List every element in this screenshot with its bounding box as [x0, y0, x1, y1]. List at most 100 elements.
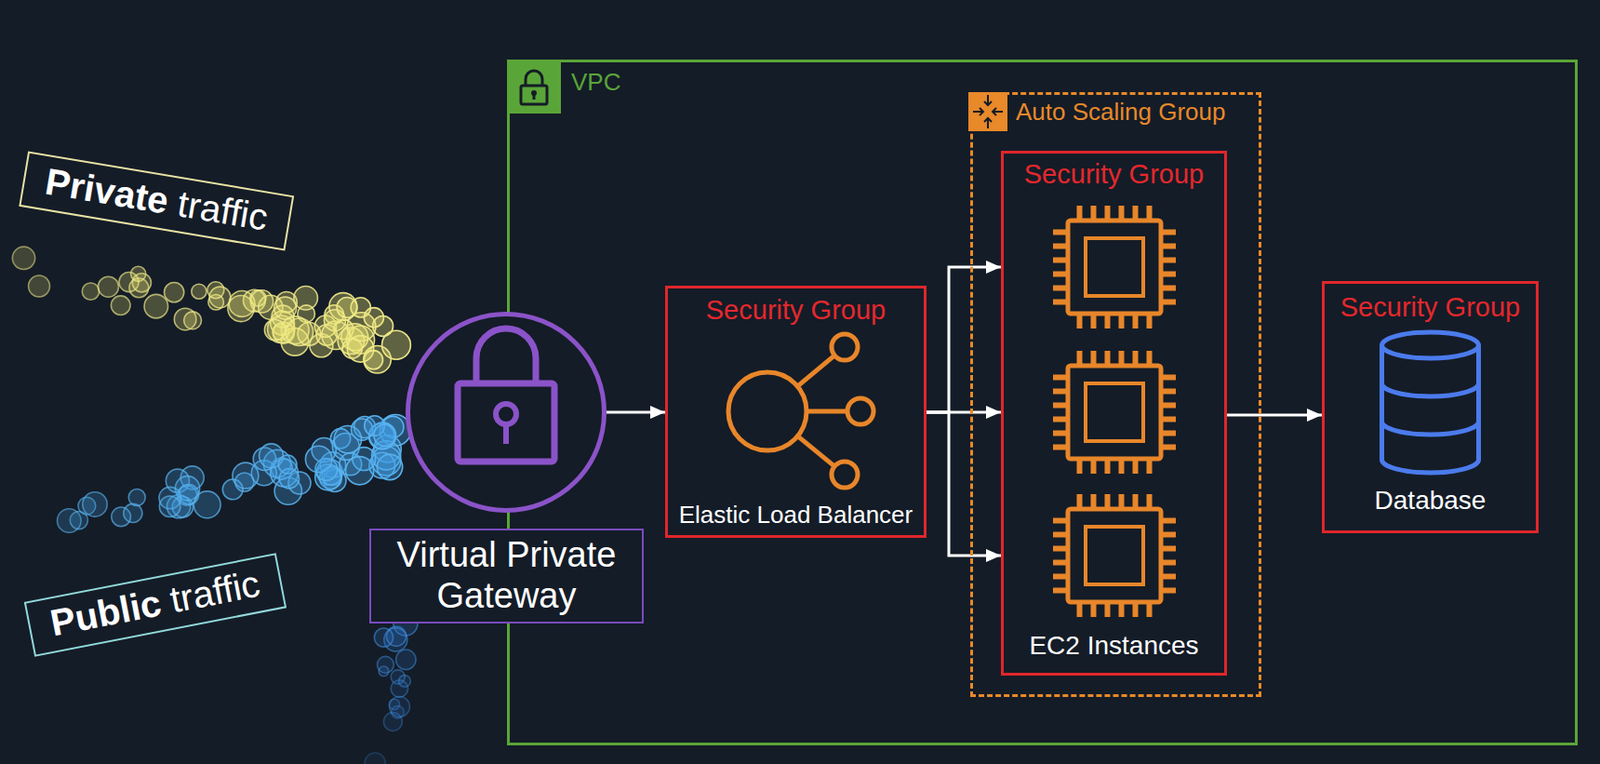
vpc-badge	[506, 59, 561, 114]
balancer-target	[831, 461, 858, 488]
chip-pin	[1133, 603, 1139, 617]
chip-core	[1085, 526, 1144, 585]
ec2-chip	[1053, 493, 1176, 617]
chip-pin	[1053, 257, 1067, 264]
chip-pin	[1162, 573, 1176, 580]
chip-pin	[1119, 493, 1125, 507]
chip-pin	[1077, 493, 1083, 507]
traffic-bubble	[376, 453, 402, 480]
traffic-word: traffic	[174, 181, 271, 239]
traffic-kind: Private	[41, 159, 172, 222]
traffic-bubble	[232, 462, 259, 489]
chip-pin	[1091, 493, 1097, 507]
traffic-bubble	[305, 445, 332, 472]
chip-pin	[1053, 518, 1067, 524]
chip-body	[1067, 220, 1161, 314]
balancer-spoke	[806, 409, 848, 414]
chip-pin	[1133, 350, 1139, 364]
lock-shackle	[525, 70, 543, 86]
ec2-icon	[1000, 150, 1227, 676]
chip-pin	[1162, 285, 1176, 292]
database-cylinder	[1382, 332, 1480, 473]
chip-pin	[1162, 402, 1176, 409]
traffic-tag: Privatetraffic	[18, 151, 294, 252]
chip-pin	[1162, 257, 1176, 264]
traffic-bubble	[293, 286, 318, 310]
ec2-chip	[1053, 205, 1176, 329]
traffic-bubble	[274, 296, 297, 320]
lock-shackle	[476, 328, 536, 384]
traffic-bubble	[191, 283, 207, 299]
service-label: Elastic Load Balancer	[677, 501, 915, 530]
chip-body	[1067, 508, 1161, 602]
traffic-bubble	[69, 510, 88, 529]
group-heading: Security Group	[1333, 292, 1527, 323]
chip-pin	[1146, 205, 1153, 219]
traffic-bubble	[28, 275, 51, 297]
chip-pin	[1162, 416, 1176, 423]
traffic-bubble	[346, 456, 374, 485]
chip-pin	[1091, 205, 1097, 219]
chip-pin	[1105, 205, 1111, 219]
chip-pin	[1162, 299, 1176, 306]
chip-pin	[1162, 546, 1176, 552]
chip-pin	[1077, 315, 1083, 329]
chip-pin	[1053, 402, 1067, 409]
chip-pin	[1162, 430, 1176, 437]
connector-line	[606, 411, 666, 414]
traffic-bubble	[81, 282, 99, 300]
chip-pin	[1077, 603, 1083, 617]
ec2-chip	[1053, 350, 1176, 474]
chip-pin	[1133, 460, 1139, 474]
chip-pin	[1053, 444, 1067, 451]
chip-pin	[1133, 205, 1139, 219]
connector-line	[1226, 413, 1322, 417]
traffic-kind: Public	[46, 580, 165, 644]
chip-pin	[1053, 388, 1067, 395]
chip-pin	[1053, 573, 1067, 580]
traffic-bubble	[207, 281, 225, 299]
chip-pin	[1162, 229, 1176, 236]
traffic-bubble	[82, 492, 107, 517]
traffic-bubble	[264, 319, 285, 340]
chip-pin	[1091, 460, 1097, 474]
keyhole	[495, 403, 517, 425]
traffic-bubble	[333, 425, 362, 454]
chip-pin	[1077, 350, 1083, 364]
chip-pin	[1053, 416, 1067, 423]
security-group-box: Security GroupDatabase	[1321, 280, 1539, 534]
chip-pin	[1053, 285, 1067, 292]
traffic-bubble	[383, 712, 402, 732]
chip-pin	[1077, 460, 1083, 474]
auto-scaling-group-box: Auto Scaling GroupSecurity GroupEC2 Inst…	[970, 92, 1262, 697]
group-heading: Security Group	[677, 294, 915, 326]
chip-pin	[1146, 603, 1153, 617]
connector-arrow	[1226, 414, 1322, 416]
scaling-arrow	[992, 107, 1003, 116]
traffic-bubble	[396, 649, 416, 669]
traffic-word: traffic	[166, 561, 264, 622]
connector-arrow	[926, 266, 1001, 556]
chip-pin	[1105, 350, 1111, 364]
chip-pin	[1053, 587, 1067, 594]
chip-pin	[1053, 243, 1067, 250]
balancer-hub	[728, 372, 807, 451]
chip-pin	[1119, 603, 1125, 617]
chip-pin	[1146, 493, 1153, 507]
chip-pin	[1162, 532, 1176, 538]
traffic-bubble	[346, 312, 376, 342]
traffic-bubble	[373, 424, 396, 446]
chip-pin	[1105, 315, 1111, 329]
group-heading: Security Group	[1013, 159, 1215, 190]
traffic-bubble	[364, 752, 386, 764]
chip-pin	[1053, 532, 1067, 538]
balancer-target	[831, 333, 858, 360]
traffic-bubble	[97, 276, 119, 297]
keyhole	[533, 94, 536, 100]
chip-pin	[1053, 374, 1067, 381]
chip-pin	[1091, 603, 1097, 617]
scaling-arrow	[984, 94, 992, 106]
scaling-arrow	[984, 118, 992, 129]
traffic-tag: Publictraffic	[24, 552, 287, 657]
